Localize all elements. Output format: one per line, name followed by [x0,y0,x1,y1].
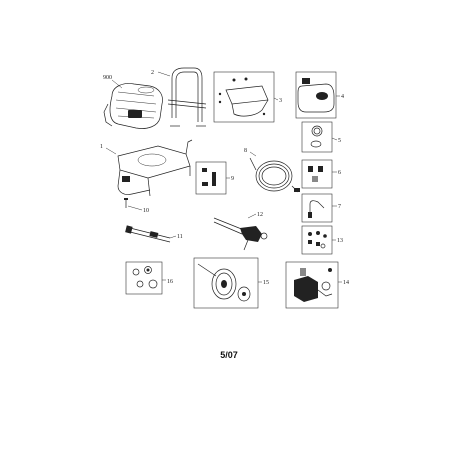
ring-box [301,121,333,153]
callout-tank: 4 [341,94,344,100]
connector-illustration [301,193,333,223]
pump-illustration [285,261,339,309]
callout-screw: 10 [143,208,149,214]
callout-hardware: 9 [231,176,234,182]
frame-illustration [117,139,193,197]
wheel-illustration [193,257,259,309]
fittings-box [301,159,333,189]
callout-frame: 1 [100,144,103,150]
callout-bracket: 3 [279,98,282,104]
hose-illustration [249,157,300,193]
seals-box [125,261,163,295]
connector-box [301,193,333,223]
tank-box [295,71,337,119]
callout-gun: 12 [257,212,263,218]
page-date-code: 5/07 [220,350,238,360]
callout-ring: 5 [338,138,341,144]
callout-handle: 2 [151,70,154,76]
callout-seals: 16 [167,279,173,285]
bracket-illustration [213,71,275,123]
seals-illustration [125,261,163,295]
kit-box [301,225,333,255]
callout-kit: 13 [337,238,343,244]
gun-illustration [213,217,268,251]
tank-illustration [295,71,337,119]
nozzle-illustration [125,225,171,243]
callout-hose: 8 [244,148,247,154]
fittings-illustration [301,159,333,189]
callout-pump: 14 [343,280,349,286]
callout-nozzle: 11 [177,234,183,240]
screw-illustration [124,198,128,208]
callout-engine: 900 [103,75,112,81]
handle-illustration [167,67,207,127]
hardware-illustration [195,161,227,195]
hardware-box [195,161,227,195]
engine-illustration [103,83,163,129]
callout-connector: 7 [338,204,341,210]
callout-fittings: 6 [338,170,341,176]
ring-illustration [301,121,333,153]
kit-illustration [301,225,333,255]
callout-wheel: 15 [263,280,269,286]
